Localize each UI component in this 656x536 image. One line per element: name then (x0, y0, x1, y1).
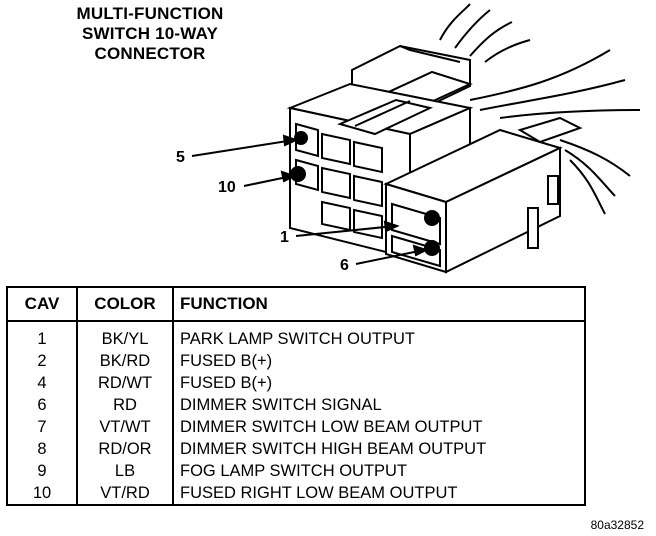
pinout-header-row: CAV COLOR FUNCTION (7, 287, 585, 322)
cell-cav: 10 (32, 484, 52, 502)
cell-cav: 7 (37, 418, 47, 436)
table-row: 9 LB FOG LAMP SWITCH OUTPUT (7, 460, 585, 482)
table-row: 1 BK/YL PARK LAMP SWITCH OUTPUT (7, 321, 585, 350)
lower-housing (383, 116, 583, 274)
cell-function: PARK LAMP SWITCH OUTPUT (172, 321, 585, 350)
table-row: 7 VT/WT DIMMER SWITCH LOW BEAM OUTPUT (7, 416, 585, 438)
figure-id: 80a32852 (590, 518, 644, 532)
cell-color: BK/RD (76, 350, 173, 372)
pinout-table: CAV COLOR FUNCTION 1 BK/YL PARK LAMP SWI… (6, 286, 586, 506)
cell-color: RD (76, 394, 173, 416)
cell-cav: 6 (37, 396, 47, 414)
table-row: 8 RD/OR DIMMER SWITCH HIGH BEAM OUTPUT (7, 438, 585, 460)
cell-function: FUSED B(+) (172, 372, 585, 394)
connector-illustration: 5 10 1 6 (176, 3, 641, 274)
callout-pin-1: 1 (280, 229, 289, 246)
cell-cav: 4 (37, 374, 47, 392)
cell-function: DIMMER SWITCH SIGNAL (172, 394, 585, 416)
cell-cav: 9 (37, 462, 47, 480)
callout-leaders (191, 134, 429, 265)
title-line-3: CONNECTOR (94, 44, 206, 63)
cell-function: DIMMER SWITCH HIGH BEAM OUTPUT (172, 438, 585, 460)
table-row: 4 RD/WT FUSED B(+) (7, 372, 585, 394)
cell-color: RD/OR (76, 438, 173, 460)
cell-color: BK/YL (76, 321, 173, 350)
cell-color: RD/WT (76, 372, 173, 394)
callout-pin-10: 10 (218, 179, 236, 196)
header-color: COLOR (76, 287, 173, 322)
header-cav: CAV (7, 287, 77, 322)
cell-color: VT/RD (76, 482, 173, 505)
diagram-title: MULTI-FUNCTION SWITCH 10-WAY CONNECTOR (40, 4, 260, 64)
terminal-pins (290, 131, 440, 256)
cell-color: LB (76, 460, 173, 482)
callout-pin-5: 5 (176, 149, 185, 166)
cell-function: DIMMER SWITCH LOW BEAM OUTPUT (172, 416, 585, 438)
cell-cav: 2 (37, 352, 47, 370)
table-row: 6 RD DIMMER SWITCH SIGNAL (7, 394, 585, 416)
cell-function: FUSED B(+) (172, 350, 585, 372)
cell-cav: 1 (37, 330, 47, 348)
cell-cav: 8 (37, 440, 47, 458)
title-line-2: SWITCH 10-WAY (81, 24, 219, 43)
cell-function: FOG LAMP SWITCH OUTPUT (172, 460, 585, 482)
table-row: 10 VT/RD FUSED RIGHT LOW BEAM OUTPUT (7, 482, 585, 505)
cell-color: VT/WT (76, 416, 173, 438)
wire-bundle (439, 3, 641, 215)
header-function: FUNCTION (172, 287, 585, 322)
title-line-1: MULTI-FUNCTION (76, 4, 224, 23)
cell-function: FUSED RIGHT LOW BEAM OUTPUT (172, 482, 585, 505)
callout-pin-6: 6 (340, 257, 349, 274)
table-row: 2 BK/RD FUSED B(+) (7, 350, 585, 372)
